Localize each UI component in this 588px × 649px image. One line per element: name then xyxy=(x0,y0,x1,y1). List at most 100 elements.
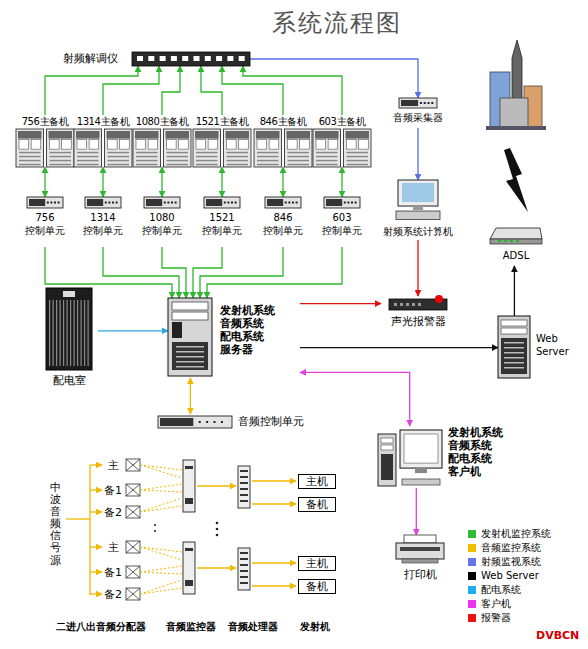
led xyxy=(116,202,118,204)
rack-unit xyxy=(85,197,121,208)
vent xyxy=(288,160,310,162)
led xyxy=(420,102,422,104)
led xyxy=(175,202,177,204)
vent xyxy=(316,152,338,154)
cabinet-panel xyxy=(239,140,249,150)
part-label: 二进八出音频分配器 xyxy=(56,620,146,633)
drawing-part xyxy=(197,567,236,568)
control-unit: 603 控制单元 xyxy=(317,197,367,247)
rack-unit xyxy=(324,197,360,208)
drawing-part xyxy=(140,547,182,594)
unit-icon xyxy=(265,197,301,208)
connector xyxy=(417,240,418,296)
pc-icon xyxy=(396,180,440,222)
cabinet-panel xyxy=(226,131,250,139)
unit-panel xyxy=(326,199,342,206)
node-label: 发射机系统 音频系统 配电系统 服务器 xyxy=(220,304,286,356)
drawing-part xyxy=(486,126,546,130)
vent xyxy=(108,152,130,154)
node-label: Web Server xyxy=(536,332,580,358)
cabinet-panel xyxy=(256,131,280,139)
vent xyxy=(504,352,524,354)
demod-icon xyxy=(132,52,250,66)
led xyxy=(504,240,507,242)
drive-bay xyxy=(501,328,527,334)
led xyxy=(227,202,229,204)
node-label: 音频控制单元 xyxy=(238,415,308,428)
cabpair-icon xyxy=(193,129,251,167)
diagram-title: 系统流程图 xyxy=(272,8,402,38)
cabinet-panel xyxy=(166,131,190,139)
monitor xyxy=(398,180,438,206)
unit-panel xyxy=(267,199,283,206)
vent xyxy=(77,156,99,158)
vent xyxy=(257,160,279,162)
watermark: DVBCN xyxy=(536,629,579,642)
led xyxy=(516,240,519,242)
drawing-part xyxy=(89,465,90,595)
drawing-part xyxy=(240,470,248,472)
drawing-part xyxy=(140,547,182,594)
drawing-part xyxy=(197,485,236,486)
drawing-part xyxy=(240,564,248,566)
printer: 打印机 xyxy=(394,535,446,583)
port xyxy=(171,56,177,61)
part-label: 备1 xyxy=(104,566,122,579)
cabinet-panel xyxy=(62,140,72,150)
drive-bay xyxy=(381,445,393,450)
node-label: 1080主备机 xyxy=(133,115,191,128)
vent xyxy=(316,164,338,166)
vent xyxy=(316,160,338,162)
led xyxy=(406,303,409,306)
drawing-part xyxy=(90,593,102,594)
drive-bay xyxy=(501,320,527,326)
legend-swatch xyxy=(468,544,476,552)
led xyxy=(296,202,298,204)
legend-text: 配电系统 xyxy=(481,584,521,596)
drawing-part xyxy=(126,506,140,518)
drawing-part xyxy=(90,571,102,572)
drawing-part xyxy=(126,541,140,553)
vent xyxy=(288,156,310,158)
connector xyxy=(190,378,191,414)
led xyxy=(355,202,357,204)
connector xyxy=(45,66,138,115)
connector xyxy=(341,167,342,197)
led xyxy=(50,202,52,204)
led xyxy=(214,421,216,423)
drawing-part xyxy=(126,459,140,518)
connector xyxy=(514,266,515,316)
vent xyxy=(77,164,99,166)
unit-icon xyxy=(85,197,121,208)
vent xyxy=(176,361,204,363)
cabinet-panel xyxy=(227,140,237,150)
drawing-part xyxy=(240,476,248,478)
drawing-part xyxy=(240,558,248,560)
drawing-part xyxy=(126,484,140,496)
node-label: 主机 xyxy=(299,557,335,570)
drive-bay xyxy=(172,312,208,320)
rack-unit xyxy=(158,416,232,428)
led xyxy=(112,202,114,204)
unit-panel xyxy=(401,100,418,106)
drawing-part xyxy=(126,459,140,471)
drawing-part xyxy=(216,528,219,531)
vent xyxy=(347,160,369,162)
led xyxy=(231,202,233,204)
server-icon xyxy=(168,298,212,376)
drawing-part xyxy=(126,459,140,471)
transmitter-cabinet xyxy=(133,129,161,167)
vent xyxy=(316,156,338,158)
vent xyxy=(196,152,218,154)
unit-icon xyxy=(399,98,437,108)
adsl-modem: ADSL xyxy=(488,228,544,266)
connector xyxy=(222,66,283,115)
vent xyxy=(504,347,524,349)
vent xyxy=(136,164,158,166)
cabinet-panel xyxy=(120,140,130,150)
drawing-part xyxy=(126,566,140,578)
node-label: 1080 控制单元 xyxy=(137,211,187,237)
vent xyxy=(167,164,189,166)
vent xyxy=(50,160,72,162)
cabinet-panel xyxy=(49,131,73,139)
